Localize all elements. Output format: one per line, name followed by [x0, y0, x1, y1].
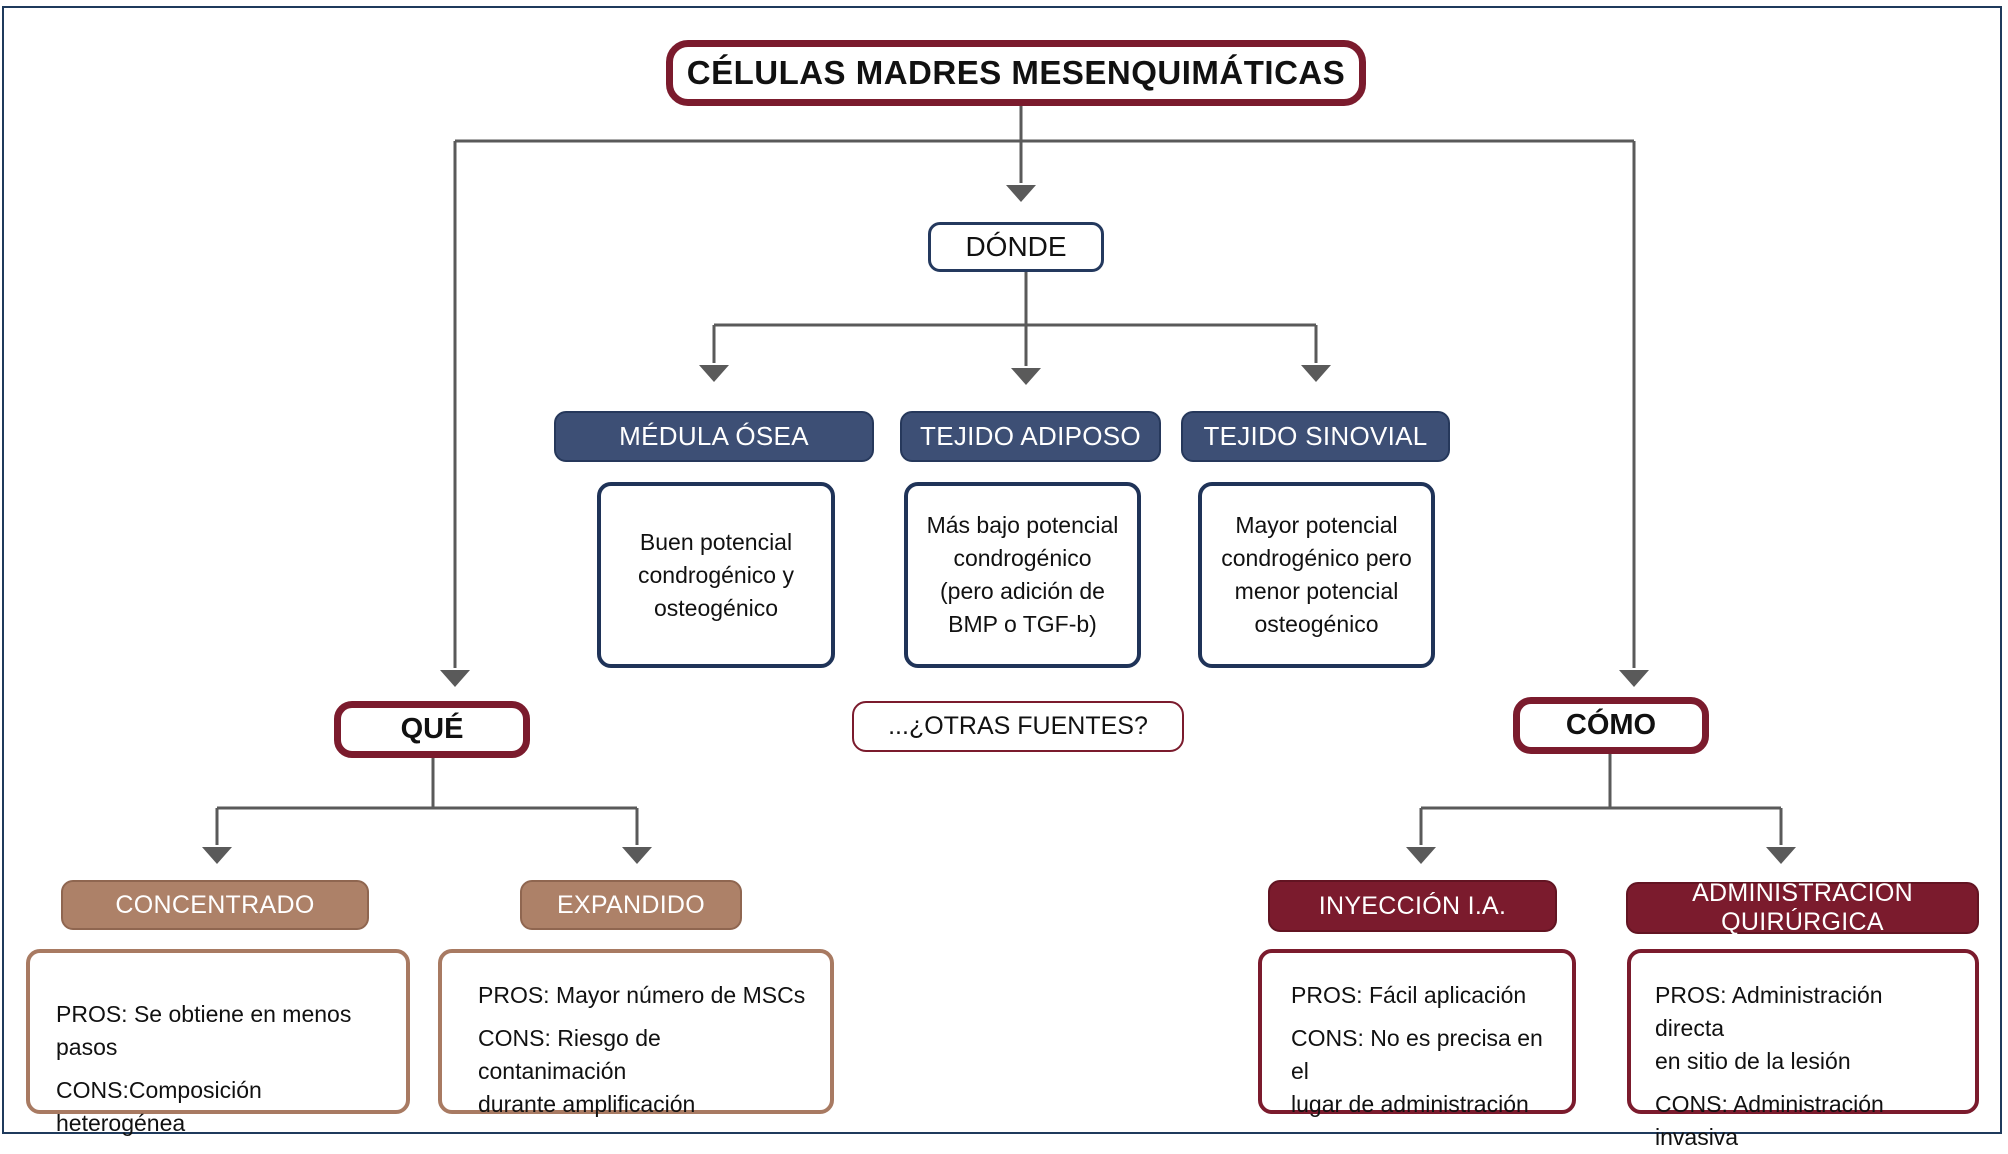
other-sources-node: ...¿OTRAS FUENTES? — [852, 701, 1184, 752]
arrowhead-medula — [699, 365, 729, 382]
panel-administracion-quirurgica: PROS: Administración directa en sitio de… — [1627, 949, 1979, 1150]
diagram-title: CÉLULAS MADRES MESENQUIMÁTICAS — [666, 40, 1366, 106]
arrowhead-sinovial — [1301, 365, 1331, 382]
pros-text: PROS: Mayor número de MSCs — [478, 982, 806, 1008]
panel-inyeccion-ia: PROS: Fácil aplicación CONS: No es preci… — [1258, 949, 1576, 1117]
panel-concentrado: PROS: Se obtiene en menos pasos CONS:Com… — [26, 949, 410, 1136]
source-description-medula-osea: Buen potencial condrogénico y osteogénic… — [597, 482, 835, 668]
source-description-tejido-adiposo: Más bajo potencial condrogénico (pero ad… — [904, 482, 1141, 668]
pros-text: PROS: Administración directa en sitio de… — [1655, 982, 1883, 1074]
option-label-administracion-quirurgica: ADMINISTRACIÓN QUIRÚRGICA — [1626, 879, 1979, 936]
arrowhead-como — [1619, 670, 1649, 687]
source-label-tejido-sinovial: TEJIDO SINOVIAL — [1181, 411, 1450, 462]
option-label-inyeccion-ia: INYECCIÓN I.A. — [1268, 880, 1557, 932]
cons-text: CONS:Composición heterogénea — [56, 1077, 262, 1136]
como-node: CÓMO — [1513, 697, 1709, 754]
arrowhead-donde — [1006, 185, 1036, 202]
donde-node: DÓNDE — [928, 222, 1104, 272]
arrowhead-que — [440, 670, 470, 687]
arrowhead-concentrado — [202, 847, 232, 864]
option-label-expandido: EXPANDIDO — [520, 880, 742, 930]
source-label-medula-osea: MÉDULA ÓSEA — [554, 411, 874, 462]
cons-text: CONS: Riesgo de contanimación durante am… — [478, 1025, 696, 1117]
panel-expandido: PROS: Mayor número de MSCs CONS: Riesgo … — [438, 949, 834, 1117]
option-label-concentrado: CONCENTRADO — [61, 880, 369, 930]
arrowhead-expandido — [622, 847, 652, 864]
que-node: QUÉ — [334, 701, 530, 758]
arrowhead-quirurgica — [1766, 847, 1796, 864]
cons-text: CONS: Administración invasiva — [1655, 1091, 1884, 1150]
pros-text: PROS: Fácil aplicación — [1291, 982, 1527, 1008]
diagram-frame — [2, 6, 2002, 1134]
source-description-tejido-sinovial: Mayor potencial condrogénico pero menor … — [1198, 482, 1435, 668]
arrowhead-adiposo — [1011, 368, 1041, 385]
pros-text: PROS: Se obtiene en menos pasos — [56, 1001, 352, 1060]
source-label-tejido-adiposo: TEJIDO ADIPOSO — [900, 411, 1161, 462]
cons-text: CONS: No es precisa en el lugar de admin… — [1291, 1025, 1543, 1117]
arrowhead-inyeccion — [1406, 847, 1436, 864]
